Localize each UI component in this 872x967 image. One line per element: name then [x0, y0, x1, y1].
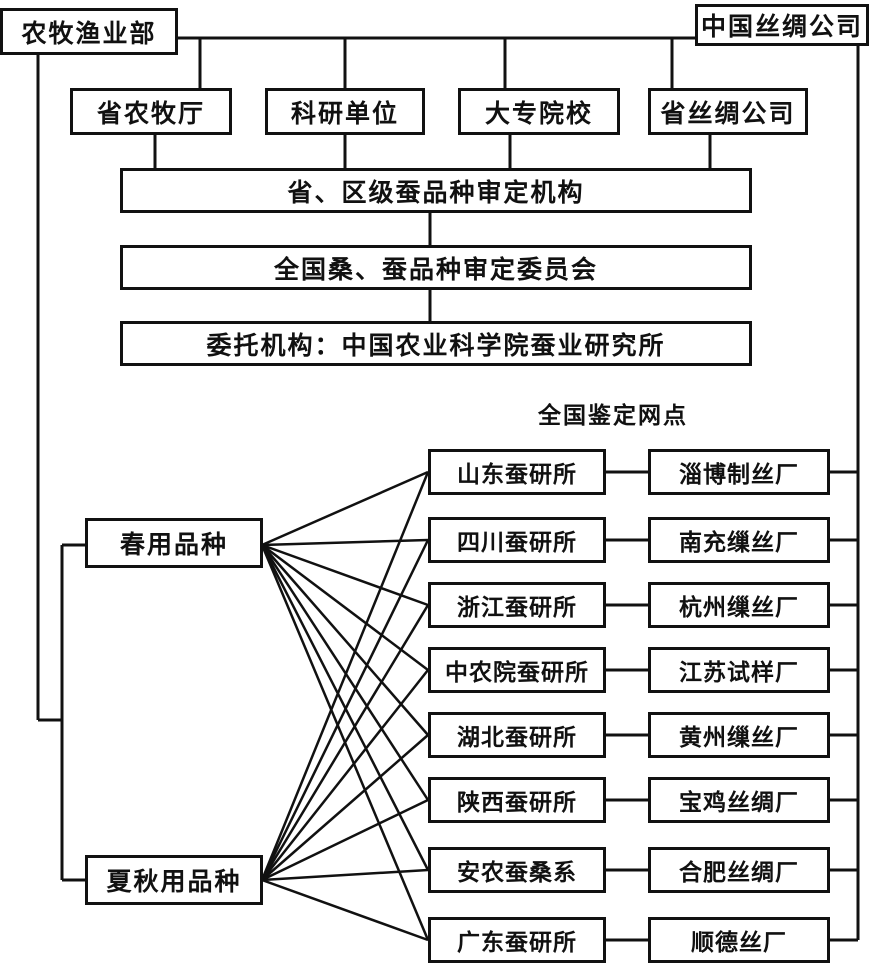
- variety-link-line: [260, 544, 430, 941]
- variety-link-line: [261, 544, 429, 671]
- variety-link-line: [261, 669, 429, 881]
- box-entrusted-institute: 委托机构：中国农业科学院蚕业研究所: [120, 321, 752, 366]
- box-summer-autumn-varieties: 夏秋用品种: [85, 855, 263, 905]
- box-research-units: 科研单位: [265, 88, 425, 135]
- factory-box: 江苏试样厂: [648, 647, 830, 693]
- variety-link-line: [261, 538, 429, 547]
- factory-box: 黄州缫丝厂: [648, 712, 830, 758]
- factory-box: 合肥丝绸厂: [648, 847, 830, 893]
- variety-link-line: [260, 544, 430, 871]
- variety-link-line: [261, 878, 429, 942]
- institute-box: 湖北蚕研所: [428, 712, 606, 758]
- network-title: 全国鉴定网点: [538, 402, 688, 429]
- box-provincial-agri-dept: 省农牧厅: [70, 88, 232, 135]
- box-silk-company: 中国丝绸公司: [695, 4, 869, 46]
- box-provincial-committee: 省、区级蚕品种审定机构: [120, 168, 752, 213]
- institute-box: 浙江蚕研所: [428, 582, 606, 628]
- variety-link-line: [261, 544, 429, 736]
- box-spring-varieties: 春用品种: [85, 518, 263, 568]
- institute-box: 广东蚕研所: [428, 917, 606, 963]
- factory-box: 杭州缫丝厂: [648, 582, 830, 628]
- variety-link-line: [260, 544, 430, 801]
- institute-box: 中农院蚕研所: [428, 647, 606, 693]
- variety-link-line: [261, 470, 429, 547]
- variety-link-line: [261, 543, 429, 607]
- variety-link-line: [261, 734, 429, 881]
- factory-box: 南充缫丝厂: [648, 517, 830, 563]
- box-national-committee: 全国桑、蚕品种审定委员会: [120, 245, 752, 290]
- institute-box: 四川蚕研所: [428, 517, 606, 563]
- box-colleges: 大专院校: [458, 88, 620, 135]
- factory-box: 宝鸡丝绸厂: [648, 777, 830, 823]
- box-provincial-silk-company: 省丝绸公司: [648, 88, 808, 135]
- box-ministry: 农牧渔业部: [0, 8, 178, 55]
- factory-box: 顺德丝厂: [648, 917, 830, 963]
- institute-box: 陕西蚕研所: [428, 777, 606, 823]
- institute-box: 安农蚕桑系: [428, 847, 606, 893]
- factory-box: 淄博制丝厂: [648, 449, 830, 495]
- institute-box: 山东蚕研所: [428, 449, 606, 495]
